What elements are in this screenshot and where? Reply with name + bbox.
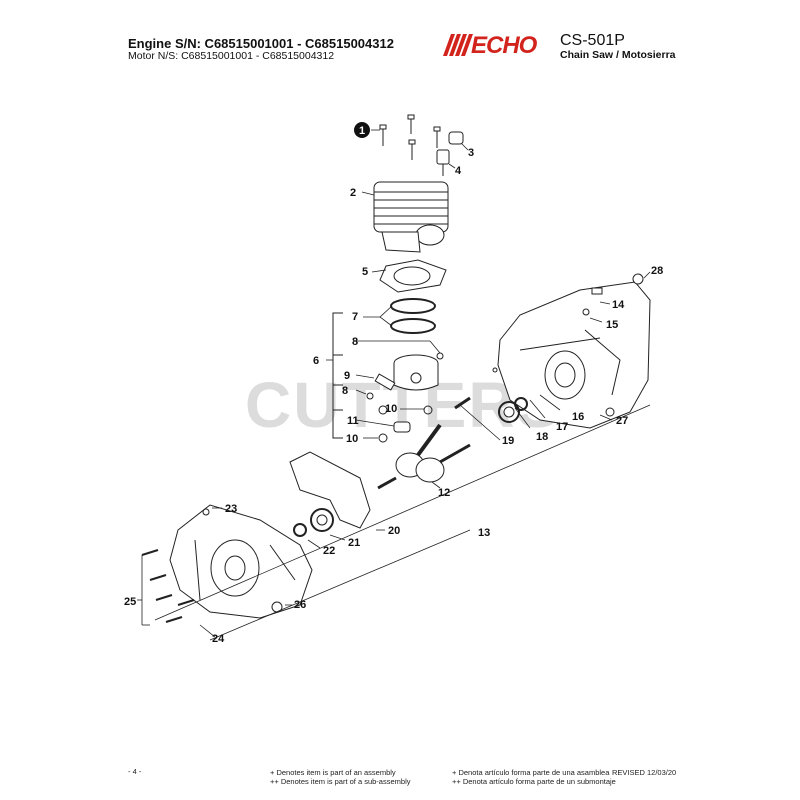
callout-12: 12 — [438, 487, 450, 499]
cylinder — [373, 181, 449, 253]
piston-pin — [374, 373, 396, 391]
callout-14: 14 — [612, 299, 625, 311]
callout-25: 25 — [124, 596, 136, 608]
subassembly-note-en: ++ Denotes item is part of a sub-assembl… — [270, 777, 411, 786]
callout-13: 13 — [478, 527, 490, 539]
cylinder-gasket — [379, 259, 447, 293]
callout-10-b: 10 — [346, 433, 358, 445]
cylinder-screws — [379, 114, 441, 160]
callout-16: 16 — [572, 411, 584, 423]
callout-9: 9 — [344, 370, 350, 382]
crankcase-right — [497, 281, 651, 429]
callout-19: 19 — [502, 435, 514, 447]
callout-24: 24 — [212, 633, 225, 645]
decompression-valve — [436, 149, 450, 165]
callout-11: 11 — [347, 415, 359, 427]
crankcase-bolts — [141, 549, 195, 623]
logo-stripes-icon — [443, 34, 473, 56]
engine-serial-range: Engine S/N: C68515001001 - C68515004312 — [128, 36, 394, 51]
callout-15: 15 — [606, 319, 618, 331]
assembly-note-en: + Denotes item is part of an assembly — [270, 768, 396, 777]
callout-28: 28 — [651, 265, 663, 277]
oil-seal-18 — [514, 397, 528, 411]
callout-1: 1 — [359, 125, 365, 137]
assembly-bracket — [332, 312, 343, 439]
callout-27: 27 — [616, 415, 628, 427]
plug-28 — [632, 273, 644, 285]
callout-6: 6 — [313, 355, 319, 367]
callout-23: 23 — [225, 503, 237, 515]
piston — [393, 354, 439, 391]
callout-18: 18 — [536, 431, 548, 443]
crankcase-gasket — [289, 451, 371, 529]
washer — [378, 405, 388, 415]
callout-4: 4 — [455, 165, 462, 177]
page-number: - 4 - — [128, 767, 142, 776]
parts-diagram: 1 2 3 4 5 6 7 8 9 8 10 11 10 12 13 14 15… — [124, 114, 663, 645]
needle-bearing — [393, 421, 411, 433]
callout-22: 22 — [323, 545, 335, 557]
bearing-21 — [310, 508, 334, 532]
pin-16 — [454, 396, 471, 410]
echo-logo: ECHO — [443, 32, 553, 59]
callout-20: 20 — [388, 525, 400, 537]
pin-23 — [202, 508, 210, 516]
revision-date: REVISED 12/03/20 — [612, 768, 677, 777]
oil-seal-22 — [293, 523, 307, 537]
callout-3: 3 — [468, 147, 474, 159]
callout-bullet-icon — [354, 122, 370, 138]
model-number: CS-501P — [560, 32, 625, 49]
circlip-icon — [366, 392, 374, 400]
brand-name: ECHO — [471, 32, 537, 59]
motor-serial-range: Motor N/S: C68515001001 - C68515004312 — [128, 50, 335, 62]
bearing-19 — [498, 401, 520, 423]
decompression-cap — [448, 131, 464, 145]
callout-21: 21 — [348, 537, 360, 549]
callout-8: 8 — [352, 336, 358, 348]
washer — [423, 405, 433, 415]
callout-10: 10 — [385, 403, 397, 415]
product-subtitle: Chain Saw / Motosierra — [560, 49, 676, 61]
piston-ring-lower — [390, 318, 436, 334]
washer — [378, 433, 388, 443]
crankcase-left — [169, 504, 313, 619]
callout-2: 2 — [350, 187, 356, 199]
crankshaft — [377, 423, 471, 490]
subassembly-note-es: ++ Denota artículo forma parte de un sub… — [452, 777, 616, 786]
assembly-note-es: + Denota artículo forma parte de una asa… — [452, 768, 610, 777]
piston-ring-upper — [390, 298, 436, 314]
callout-7: 7 — [352, 311, 358, 323]
callout-8-b: 8 — [342, 385, 348, 397]
callout-5: 5 — [362, 266, 368, 278]
circlip-icon — [436, 352, 444, 360]
callout-26: 26 — [294, 599, 306, 611]
callout-17: 17 — [556, 421, 568, 433]
